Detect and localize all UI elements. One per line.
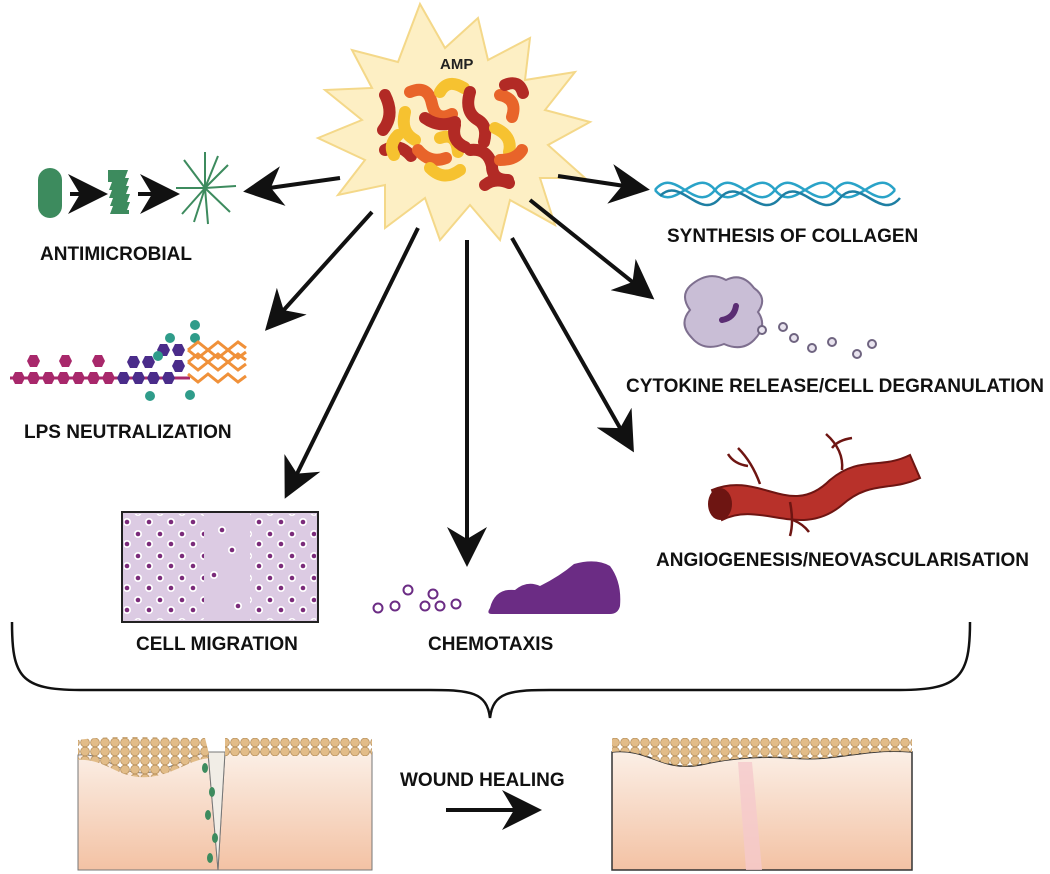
cytokine-icon [683,275,877,359]
antimicrobial-icon [38,152,237,225]
angiogenesis-icon [708,433,922,537]
label-chemotaxis: CHEMOTAXIS [428,634,554,655]
label-lps-neutralization: LPS NEUTRALIZATION [24,422,232,443]
arrow-cell-migration [284,227,420,499]
arrow-antimicrobial [243,166,341,206]
grouping-brace [10,621,972,719]
wound-before-icon [77,737,373,871]
cell-migration-icon [121,511,319,623]
lps-neutralization-icon [10,320,247,401]
amp-label: AMP [440,56,474,73]
amp-peptides [377,77,529,191]
label-collagen: SYNTHESIS OF COLLAGEN [667,226,919,247]
arrow-collagen [557,164,650,204]
label-cytokine: CYTOKINE RELEASE/CELL DEGRANULATION [626,376,1045,397]
label-angiogenesis: ANGIOGENESIS/NEOVASCULARISATION [656,550,1029,571]
effect-arrows [243,164,655,567]
arrow-cytokine [528,198,655,300]
arrow-angiogenesis [510,237,634,453]
arrow-lps [264,210,374,331]
chemotaxis-icon [372,561,621,614]
label-wound-healing: WOUND HEALING [400,770,565,791]
label-cell-migration: CELL MIGRATION [136,634,298,655]
wound-after-icon [611,738,913,871]
label-antimicrobial: ANTIMICROBIAL [40,244,192,265]
collagen-icon [654,181,901,207]
